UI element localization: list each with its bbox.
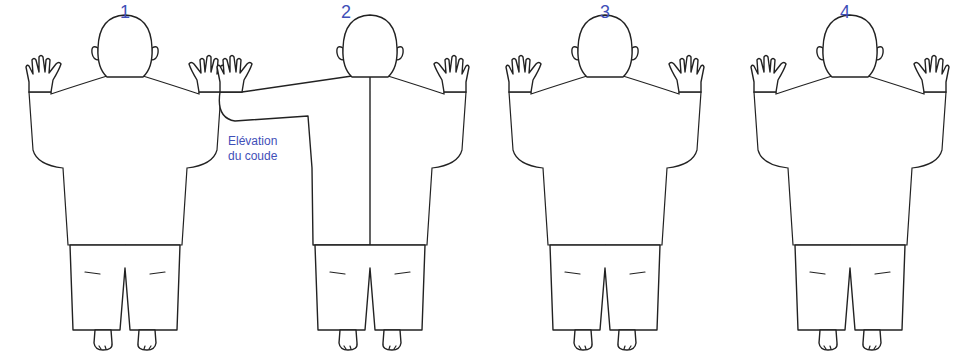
figure-number: 3	[600, 2, 610, 22]
figure-number: 4	[840, 2, 850, 22]
figure-number: 1	[120, 2, 130, 22]
annotation-label: Elévation du coude	[226, 134, 294, 164]
figure-number: 2	[341, 2, 351, 22]
